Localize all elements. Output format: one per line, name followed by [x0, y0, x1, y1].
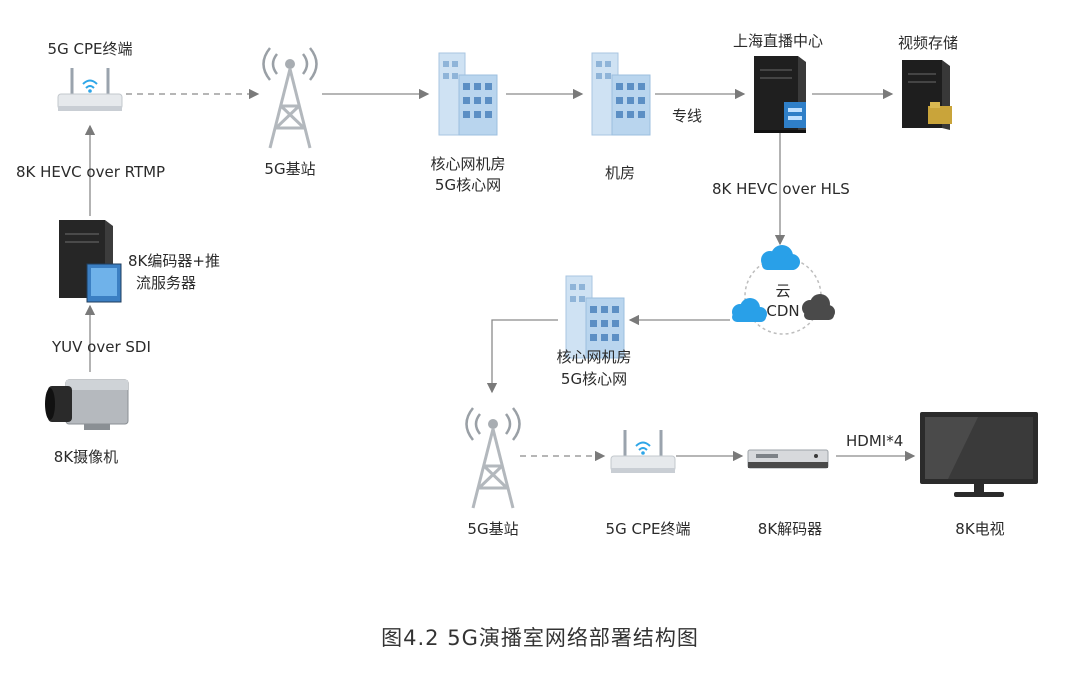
encoder-label-line1: 8K编码器+推 — [128, 252, 220, 270]
core-building-bottom-icon — [565, 275, 625, 359]
arrow-core-to-base — [486, 319, 558, 394]
decoder-label: 8K解码器 — [757, 520, 823, 538]
camera-icon — [45, 379, 129, 430]
hls-label: 8K HEVC over HLS — [712, 180, 850, 198]
cpe-top-label: 5G CPE终端 — [47, 40, 133, 58]
base-station-bottom-icon — [465, 407, 521, 509]
encoder-server-icon — [59, 220, 122, 303]
base-top-label: 5G基站 — [264, 160, 316, 178]
video-storage-server-icon — [902, 60, 952, 130]
core-top-label-line1: 核心网机房 — [430, 155, 506, 173]
cpe-top-router-icon — [57, 68, 123, 111]
cloud-label-line1: 云 — [775, 282, 791, 300]
base-station-top-icon — [262, 47, 318, 149]
dedicated-line-label: 专线 — [672, 107, 703, 125]
shanghai-center-label: 上海直播中心 — [732, 32, 824, 50]
core-building-top-icon — [438, 52, 498, 136]
cpe-bottom-router-icon — [610, 430, 676, 473]
camera-label: 8K摄像机 — [53, 448, 119, 466]
tv-icon — [920, 412, 1038, 497]
sdi-label: YUV over SDI — [52, 338, 151, 356]
core-top-label-line2: 5G核心网 — [434, 176, 502, 194]
encoder-label-line2: 流服务器 — [136, 274, 197, 292]
cdn-cloud-icon — [732, 245, 835, 335]
core-bottom-label-line2: 5G核心网 — [560, 370, 628, 388]
hdmi-label: HDMI*4 — [846, 432, 904, 450]
storage-label: 视频存储 — [897, 34, 959, 52]
room-label: 机房 — [604, 164, 636, 182]
core-bottom-label-line1: 核心网机房 — [556, 348, 632, 366]
base-bottom-label: 5G基站 — [467, 520, 519, 538]
decoder-icon — [747, 449, 829, 469]
machine-room-building-icon — [591, 52, 651, 136]
cpe-bottom-label: 5G CPE终端 — [605, 520, 691, 538]
cloud-label-line2: CDN — [766, 302, 800, 320]
cloud-icon — [732, 245, 800, 322]
tv-label: 8K电视 — [955, 520, 1005, 538]
broadcast-center-server-icon — [754, 56, 806, 133]
figure-caption: 图4.2 5G演播室网络部署结构图 — [381, 626, 699, 650]
rtmp-label: 8K HEVC over RTMP — [16, 163, 166, 181]
